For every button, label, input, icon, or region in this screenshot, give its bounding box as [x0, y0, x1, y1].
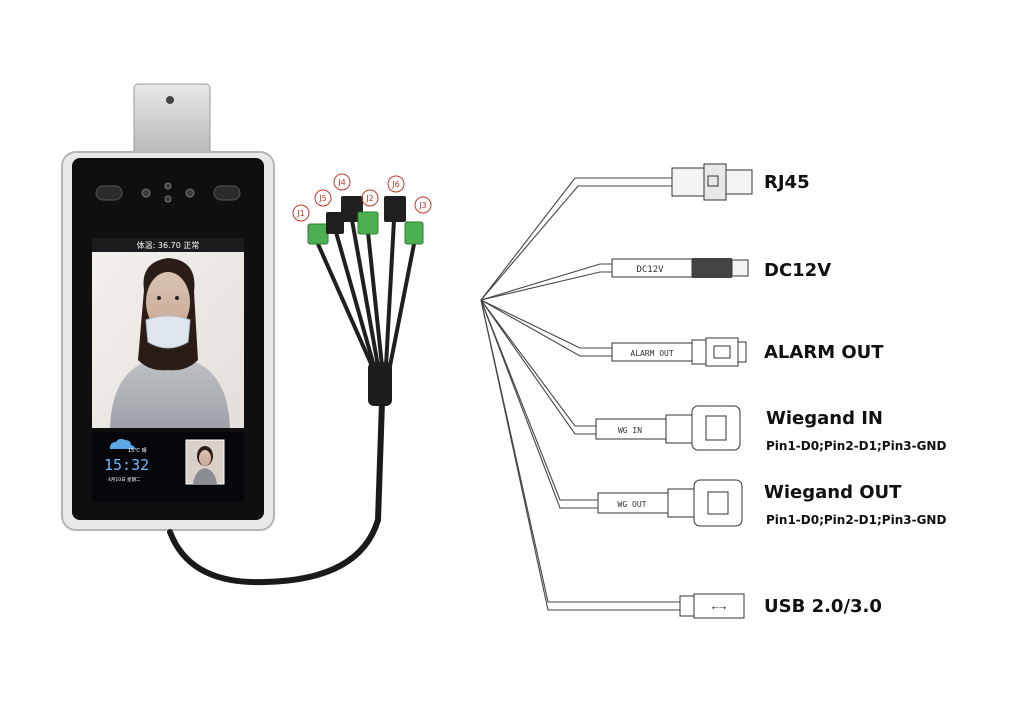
thermal-sensor-module — [133, 83, 211, 157]
camera-lens-dot — [164, 195, 172, 203]
jumper-label-j6: J6 — [391, 180, 399, 189]
user-face-image — [110, 258, 230, 428]
jumper-labels: J1 J5 J4 J2 J6 J3 — [292, 173, 432, 222]
tag-wg-out: WG OUT — [618, 500, 647, 509]
clock-time: 15:32 — [104, 456, 149, 474]
weather-text: 15℃ 晴 — [128, 447, 147, 454]
label-wiegand-out: Wiegand OUT — [764, 482, 902, 503]
pins-wiegand-out: Pin1-D0;Pin2-D1;Pin3-GND — [766, 513, 946, 527]
cable-harness: J1 J5 J4 J2 J6 J3 — [167, 173, 432, 586]
ir-window-right — [213, 185, 241, 201]
jumper-label-j2: J2 — [365, 194, 373, 203]
jumper-label-j1: J1 — [296, 209, 304, 218]
label-usb: USB 2.0/3.0 — [764, 596, 882, 617]
date-text: 4月10日 星期二 — [108, 477, 141, 483]
harness-junction — [368, 362, 392, 406]
ir-window-left — [95, 185, 123, 201]
weather-cloud-icon — [110, 438, 135, 449]
tag-wg-in: WG IN — [618, 426, 642, 435]
camera-lens-right — [185, 188, 195, 198]
jumper-label-j4: J4 — [337, 178, 345, 187]
label-alarm-out: ALARM OUT — [764, 342, 884, 363]
jumper-label-j5: J5 — [318, 194, 326, 203]
camera-lens-center — [164, 182, 172, 190]
face-terminal-device: 体温: 36.70 正常 15℃ 晴 15:32 4月10日 星期二 — [61, 83, 275, 531]
temperature-bar — [92, 238, 244, 252]
pins-wiegand-in: Pin1-D0;Pin2-D1;Pin3-GND — [766, 439, 946, 453]
usb-connector: ⭠⭢ — [679, 593, 745, 619]
wiegand-in-connector — [595, 405, 741, 451]
label-rj45: RJ45 — [764, 172, 810, 193]
connector-leads — [480, 177, 680, 611]
tag-alarm-out: ALARM OUT — [630, 349, 674, 358]
svg-text:⭠⭢: ⭠⭢ — [712, 603, 726, 613]
tag-dc12v: DC12V — [636, 265, 664, 275]
camera-lens-left — [141, 188, 151, 198]
dc12v-connector — [611, 258, 749, 278]
label-wiegand-in: Wiegand IN — [766, 408, 883, 429]
jumper-label-j3: J3 — [418, 201, 426, 210]
main-cable — [167, 399, 385, 586]
jumper-connectors — [307, 196, 424, 245]
rj45-connector — [671, 163, 753, 201]
wiegand-out-connector — [597, 479, 743, 527]
alarm-out-connector — [611, 337, 747, 367]
temperature-reading: 体温: 36.70 正常 — [137, 240, 200, 250]
label-dc12v: DC12V — [764, 260, 831, 281]
thermal-sensor-lens — [166, 96, 174, 104]
